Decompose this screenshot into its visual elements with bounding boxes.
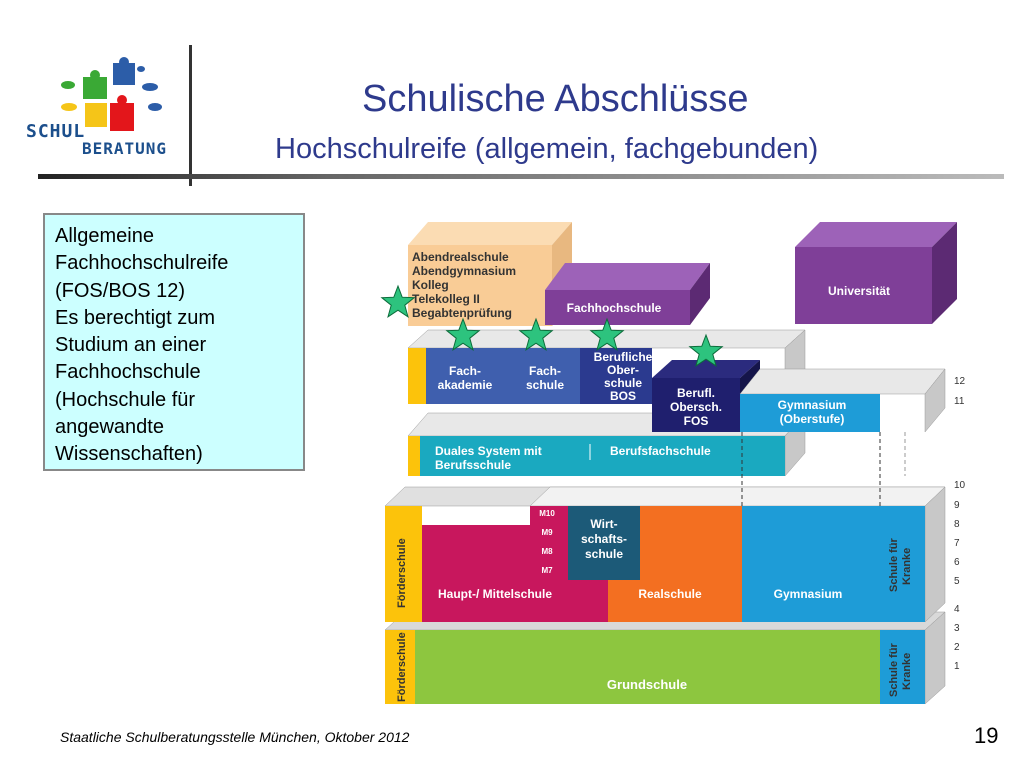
star-icon xyxy=(518,317,554,351)
info-line: (FOS/BOS 12) xyxy=(55,279,186,302)
info-line: (Hochschule für xyxy=(55,388,196,411)
fachhochschule-block: Fachhochschule xyxy=(545,263,710,325)
wirtschaftsschule-block xyxy=(568,506,640,580)
info-line: Es berechtigt zum xyxy=(55,306,216,329)
slide-title: Schulische Abschlüsse xyxy=(362,78,749,120)
kranke-label-bottom-2: Kranke xyxy=(901,653,913,690)
grade-label: 7 xyxy=(954,538,960,549)
grade-label: 8 xyxy=(954,519,960,530)
gymnasium-oberstufe-label-1: Gymnasium xyxy=(778,398,847,412)
fachakademie-label-1: Fach- xyxy=(449,364,481,378)
m8-label: M8 xyxy=(541,547,553,556)
universitaet-label: Universität xyxy=(828,284,890,298)
star-icon xyxy=(688,333,724,367)
abend-label-1: Abendrealschule xyxy=(412,250,509,264)
grade-label: 3 xyxy=(954,623,960,634)
info-box: Allgemeine Fachhochschulreife (FOS/BOS 1… xyxy=(43,213,305,471)
star-icon xyxy=(445,317,481,351)
star-markers xyxy=(380,284,724,367)
fos-label-2: Obersch. xyxy=(670,400,722,414)
header-vertical-divider xyxy=(189,45,192,186)
mittelschule-label: Haupt-/ Mittelschule xyxy=(438,587,552,601)
gymnasium-block xyxy=(742,506,880,622)
info-line: Allgemeine xyxy=(55,225,154,247)
star-icon xyxy=(380,284,416,318)
fachschule-label-2: schule xyxy=(526,378,564,392)
abend-label-4: Telekolleg II xyxy=(412,292,480,306)
fos-label-1: Berufl. xyxy=(677,386,715,400)
wirtschaftsschule-label-1: Wirt- xyxy=(590,517,617,531)
m-grades-block xyxy=(530,506,568,622)
kranke-label-top-2: Kranke xyxy=(901,548,913,585)
star-icon xyxy=(589,317,625,351)
gymnasium-label: Gymnasium xyxy=(774,587,843,601)
info-line: angewandte xyxy=(55,416,164,439)
grade-label: 6 xyxy=(954,557,960,568)
wirtschaftsschule-label-2: schafts- xyxy=(581,532,627,546)
grade-label: 1 xyxy=(954,661,960,672)
grade-label: 12 xyxy=(954,376,966,387)
logo-puzzle-icon xyxy=(61,57,162,131)
kranke-label-bottom-1: Schule für xyxy=(888,642,900,697)
abend-label-2: Abendgymnasium xyxy=(412,264,516,278)
abend-label-5: Begabtenprüfung xyxy=(412,306,512,320)
bos-label-1: Berufliche xyxy=(594,350,653,364)
realschule-label: Realschule xyxy=(638,587,702,601)
m9-label: M9 xyxy=(541,528,553,537)
grundschule-label: Grundschule xyxy=(607,677,687,692)
grade-label: 10 xyxy=(954,480,966,491)
grade-label: 11 xyxy=(954,396,965,407)
duales-system-label-2: Berufsschule xyxy=(435,458,511,472)
foerderschule-bottom-block xyxy=(385,630,415,704)
grade-label: 4 xyxy=(954,604,960,615)
page-number: 19 xyxy=(974,723,999,748)
bos-label-3: schule xyxy=(604,376,642,390)
grade-label: 5 xyxy=(954,576,960,587)
slide-subtitle: Hochschulreife (allgemein, fachgebunden) xyxy=(275,133,819,165)
duales-system-label-1: Duales System mit xyxy=(435,444,542,458)
secondary-block: Förderschule Haupt-/ Mittelschule M10 M9… xyxy=(384,486,946,623)
m10-label: M10 xyxy=(539,509,555,518)
slide-footer: Staatliche Schulberatungsstelle München,… xyxy=(60,729,410,745)
gymnasium-oberstufe-label-2: (Oberstufe) xyxy=(780,412,845,426)
info-line: Fachhochschulreife xyxy=(55,252,229,275)
fachhochschule-label: Fachhochschule xyxy=(567,301,662,315)
foerderschule-label-top: Förderschule xyxy=(396,538,408,608)
fos-label-3: FOS xyxy=(684,414,709,428)
bos-block xyxy=(580,348,652,404)
kranke-label-top-1: Schule für xyxy=(888,537,900,592)
gymnasium-oberstufe-block: Gymnasium (Oberstufe) xyxy=(739,368,946,433)
logo-text-beratung: BERATUNG xyxy=(82,139,168,158)
header-horizontal-divider xyxy=(38,174,1004,179)
fachakademie-label-2: akademie xyxy=(438,378,493,392)
grundschule-block: Grundschule Förderschule Schule für Kran… xyxy=(384,611,946,705)
berufsfachschule-label: Berufsfachschule xyxy=(610,444,711,458)
fachschule-label-1: Fach- xyxy=(529,364,561,378)
grade-label: 2 xyxy=(954,642,960,653)
info-line: Studium an einer xyxy=(55,334,207,357)
info-line: Fachhochschule xyxy=(55,361,201,384)
foerderschule-top-block xyxy=(385,506,422,622)
m7-label: M7 xyxy=(541,566,553,575)
foerderschule-label-bottom: Förderschule xyxy=(396,632,408,702)
wirtschaftsschule-label-3: schule xyxy=(585,547,623,561)
grade-label: 9 xyxy=(954,500,960,511)
kranke-bottom-block xyxy=(880,630,925,704)
bos-label-2: Ober- xyxy=(607,363,639,377)
kranke-top-block xyxy=(880,506,925,622)
info-line: Wissenschaften) xyxy=(55,443,203,466)
logo-text-schul: SCHUL xyxy=(26,121,86,142)
bos-label-4: BOS xyxy=(610,389,636,403)
fachakademie-block xyxy=(426,348,580,404)
universitaet-block: Universität xyxy=(795,222,957,324)
abend-label-3: Kolleg xyxy=(412,278,449,292)
